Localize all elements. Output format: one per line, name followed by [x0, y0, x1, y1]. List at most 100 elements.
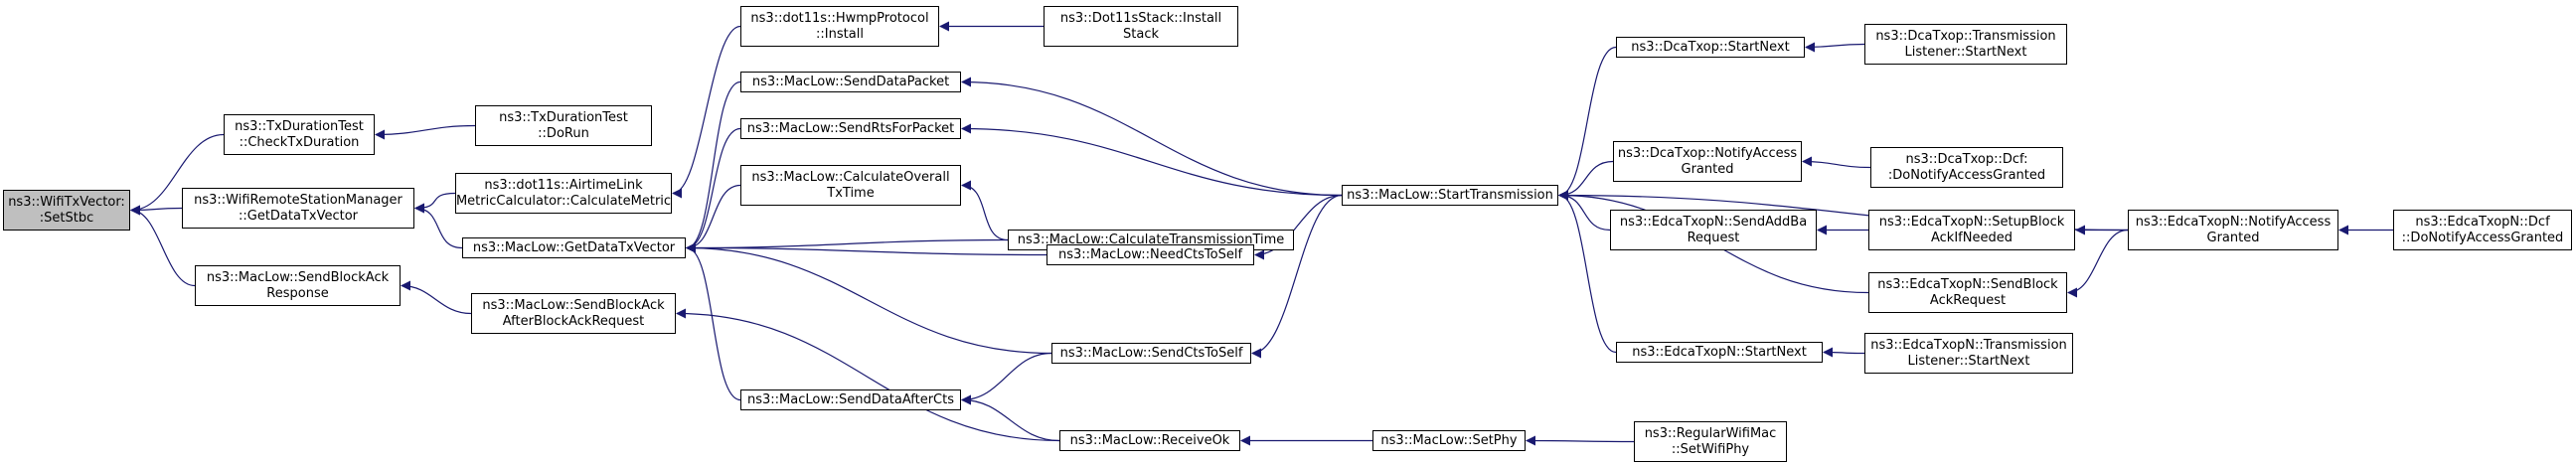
edge-send-cts-to-send-dataaftercts: [961, 352, 1052, 405]
node-label-line: :DoNotifyAccessGranted: [1887, 167, 2046, 183]
edge-dca-startnext-to-start-transmission: [1558, 46, 1617, 201]
edge-edca-listener-startnext-to-edca-startnext: [1823, 347, 1865, 358]
node-send-dataaftercts[interactable]: ns3::MacLow::SendDataAfterCts: [740, 389, 961, 410]
node-label-line: ns3::DcaTxop::Dcf:: [1905, 151, 2028, 167]
node-label-line: Response: [266, 285, 329, 301]
node-need-cts[interactable]: ns3::MacLow::NeedCtsToSelf: [1046, 244, 1254, 265]
node-label-line: ns3::dot11s::HwmpProtocol: [750, 10, 929, 26]
node-label-line: MetricCalculator::CalculateMetric: [455, 193, 672, 209]
node-start-transmission[interactable]: ns3::MacLow::StartTransmission: [1342, 185, 1558, 206]
node-label-line: ns3::MacLow::SendRtsForPacket: [746, 120, 955, 136]
node-label-line: ns3::DcaTxop::Transmission: [1875, 28, 2056, 44]
node-label-line: ns3::dot11s::AirtimeLink: [484, 177, 643, 193]
edge-hwmp-install-to-airtime-calc: [672, 25, 741, 199]
edge-txdur-dorun-to-txdur-check: [375, 124, 476, 140]
edge-dca-listener-startnext-to-dca-startnext: [1805, 42, 1865, 53]
edge-start-transmission-to-need-cts: [1254, 194, 1343, 260]
node-label-line: ns3::MacLow::ReceiveOk: [1069, 432, 1230, 448]
node-label-line: ns3::MacLow::NeedCtsToSelf: [1057, 246, 1243, 262]
edge-maclow-getdata-to-remote-get: [414, 203, 463, 249]
node-receive-ok[interactable]: ns3::MacLow::ReceiveOk: [1059, 430, 1240, 451]
node-label-line: Request: [1687, 230, 1740, 245]
edge-start-transmission-to-send-datapacket: [961, 77, 1343, 197]
edge-send-dataaftercts-to-maclow-getdata: [686, 242, 741, 401]
node-hwmp-install[interactable]: ns3::dot11s::HwmpProtocol::Install: [740, 6, 939, 47]
node-label-line: ns3::MacLow::SetPhy: [1380, 432, 1518, 448]
node-label-line: ::DoNotifyAccessGranted: [2401, 230, 2564, 245]
node-label-line: Stack: [1123, 26, 1159, 42]
node-label-line: ::Install: [816, 26, 864, 42]
node-label-line: ns3::EdcaTxopN::Dcf: [2415, 214, 2550, 230]
node-label-line: ns3::TxDurationTest: [235, 118, 364, 134]
edge-dca-dcf-notify-to-dca-notify: [1802, 156, 1871, 169]
node-label-line: ns3::MacLow::CalculateTransmissionTime: [1017, 232, 1285, 247]
node-label-line: ns3::EdcaTxopN::Transmission: [1870, 337, 2067, 353]
node-root[interactable]: ns3::WifiTxVector::SetStbc: [3, 190, 130, 231]
node-label-line: ns3::MacLow::CalculateOverall: [751, 169, 950, 185]
node-label-line: :SetStbc: [39, 210, 94, 226]
node-label-line: ::DoRun: [538, 125, 589, 141]
node-label-line: AckIfNeeded: [1931, 230, 2012, 245]
node-label-line: TxTime: [827, 185, 875, 201]
node-label-line: ns3::MacLow::SendCtsToSelf: [1059, 345, 1243, 361]
node-label-line: ns3::MacLow::SendBlockAck: [206, 269, 390, 285]
node-edca-dcf-notify[interactable]: ns3::EdcaTxopN::Dcf::DoNotifyAccessGrant…: [2393, 210, 2572, 250]
node-label-line: ns3::EdcaTxopN::SendBlock: [1877, 276, 2058, 292]
node-dca-startnext[interactable]: ns3::DcaTxop::StartNext: [1616, 37, 1805, 58]
edge-start-transmission-to-send-rts: [961, 123, 1343, 197]
edge-txdur-check-to-root: [130, 133, 225, 216]
node-label-line: Listener::StartNext: [1904, 44, 2027, 60]
edge-calc-transmission-to-calc-overall: [961, 180, 1009, 241]
edge-send-cts-to-maclow-getdata: [686, 242, 1052, 355]
edge-edca-startnext-to-start-transmission: [1558, 190, 1617, 354]
edge-edca-notify-to-edca-sendblockack: [2067, 229, 2129, 298]
node-edca-startnext[interactable]: ns3::EdcaTxopN::StartNext: [1616, 342, 1823, 363]
node-label-line: ns3::WifiTxVector:: [8, 194, 125, 210]
node-label-line: ns3::EdcaTxopN::SendAddBa: [1619, 214, 1808, 230]
node-label-line: ns3::Dot11sStack::Install: [1059, 10, 1222, 26]
edge-start-transmission-to-send-cts: [1251, 194, 1343, 359]
node-label-line: AckRequest: [1929, 292, 2007, 308]
node-txdur-check[interactable]: ns3::TxDurationTest::CheckTxDuration: [224, 114, 375, 155]
node-send-rts[interactable]: ns3::MacLow::SendRtsForPacket: [740, 118, 961, 139]
node-label-line: Granted: [2206, 230, 2260, 245]
node-label-line: ns3::EdcaTxopN::SetupBlock: [1878, 214, 2065, 230]
node-label-line: ns3::MacLow::SendDataPacket: [751, 74, 950, 89]
node-send-cts[interactable]: ns3::MacLow::SendCtsToSelf: [1051, 343, 1251, 364]
node-txdur-dorun[interactable]: ns3::TxDurationTest::DoRun: [475, 105, 652, 146]
node-label-line: Listener::StartNext: [1907, 353, 2030, 369]
node-label-line: ns3::MacLow::GetDataTxVector: [472, 239, 676, 255]
edge-calc-transmission-to-maclow-getdata: [686, 238, 1009, 253]
node-label-line: AfterBlockAckRequest: [502, 313, 645, 329]
node-regular-setphy[interactable]: ns3::RegularWifiMac::SetWifiPhy: [1634, 421, 1787, 462]
node-remote-get[interactable]: ns3::WifiRemoteStationManager::GetDataTx…: [182, 188, 414, 229]
node-label-line: ns3::EdcaTxopN::StartNext: [1632, 344, 1807, 360]
node-label-line: ns3::WifiRemoteStationManager: [194, 192, 402, 208]
node-label-line: ns3::RegularWifiMac: [1644, 425, 1777, 441]
node-send-datapacket[interactable]: ns3::MacLow::SendDataPacket: [740, 72, 961, 92]
node-label-line: ns3::MacLow::SendDataAfterCts: [747, 391, 954, 407]
edge-sendblockack-resp-to-root: [130, 205, 196, 287]
edge-regular-setphy-to-set-phy: [1526, 435, 1635, 446]
edge-need-cts-to-maclow-getdata: [686, 242, 1047, 256]
node-label-line: ns3::DcaTxop::StartNext: [1631, 39, 1790, 55]
node-set-phy[interactable]: ns3::MacLow::SetPhy: [1372, 430, 1526, 451]
node-maclow-getdata[interactable]: ns3::MacLow::GetDataTxVector: [462, 237, 686, 258]
edge-receive-ok-to-send-dataaftercts: [961, 394, 1060, 442]
node-dca-dcf-notify[interactable]: ns3::DcaTxop::Dcf::DoNotifyAccessGranted: [1870, 147, 2063, 188]
node-label-line: ns3::DcaTxop::NotifyAccess: [1617, 145, 1798, 161]
edge-send-datapacket-to-maclow-getdata: [686, 80, 741, 253]
